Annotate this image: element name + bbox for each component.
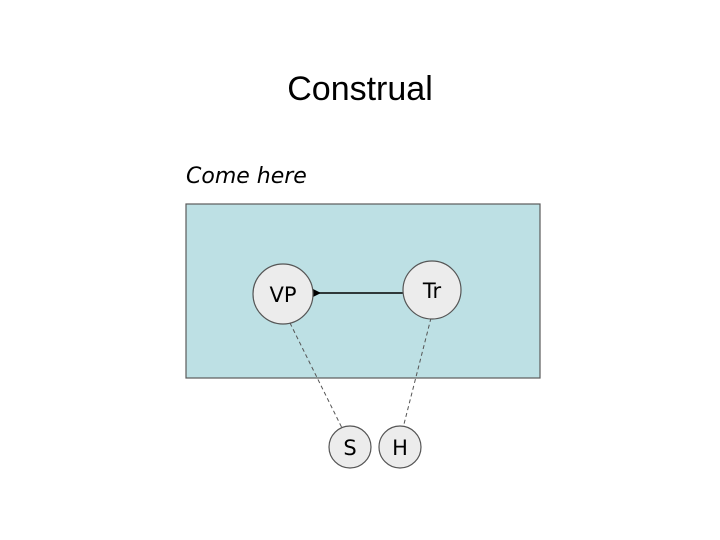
dashed-line-tr-h bbox=[402, 317, 432, 429]
node-h-label: H bbox=[392, 436, 408, 460]
slide-title: Construal bbox=[287, 70, 433, 108]
node-h-circle bbox=[378, 425, 422, 469]
node-tr-label: Tr bbox=[422, 279, 442, 303]
node-tr: Tr bbox=[402, 260, 462, 320]
node-vp: VP bbox=[252, 263, 314, 325]
node-s-label: S bbox=[343, 436, 356, 460]
slide-subtitle: Come here bbox=[186, 164, 307, 189]
node-s: S bbox=[328, 425, 372, 469]
dashed-line-vp-s bbox=[289, 322, 343, 429]
node-vp-circle bbox=[252, 263, 314, 325]
ground-frame bbox=[185, 203, 541, 379]
node-tr-circle bbox=[402, 260, 462, 320]
node-h: H bbox=[378, 425, 422, 469]
node-vp-label: VP bbox=[269, 283, 296, 307]
node-s-circle bbox=[328, 425, 372, 469]
